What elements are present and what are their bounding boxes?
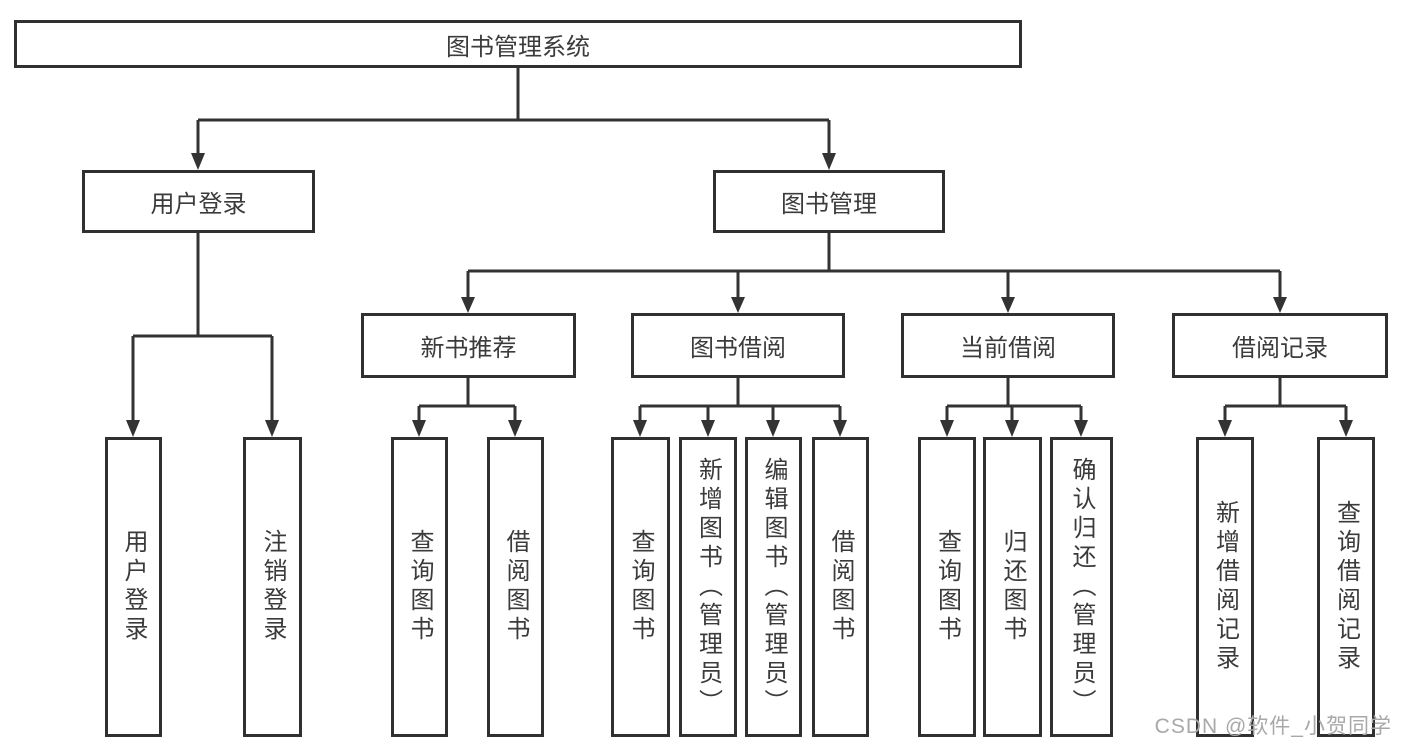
arrowheads-new-book-children	[412, 420, 522, 437]
connector-user-login-children	[131, 233, 274, 422]
leaf-query-books-borrowing: 查询图书	[611, 437, 670, 737]
leaf-borrow-books: 借阅图书	[812, 437, 869, 737]
leaf-confirm-return-admin: 确认归还（管理员）	[1050, 437, 1113, 737]
node-borrowing-records: 借阅记录	[1172, 313, 1388, 378]
arrowheads-level3	[461, 297, 1287, 313]
leaf-query-borrow-record: 查询借阅记录	[1317, 437, 1375, 737]
leaf-borrow-books-recommend: 借阅图书	[487, 437, 544, 737]
node-book-management-system: 图书管理系统	[14, 20, 1022, 68]
connector-borrow-record-children	[1223, 378, 1348, 422]
leaf-logout: 注销登录	[243, 437, 302, 737]
arrowheads-borrow-record-children	[1218, 420, 1353, 437]
connector-root-to-level2	[196, 68, 831, 155]
node-user-login: 用户登录	[82, 170, 315, 233]
arrowheads-book-borrow-children	[633, 420, 847, 437]
node-book-borrowing: 图书借阅	[631, 313, 845, 378]
connector-current-borrow-children	[945, 378, 1083, 422]
csdn-watermark: CSDN @软件_小贺同学	[1154, 715, 1392, 738]
leaf-edit-books-admin: 编辑图书（管理员）	[745, 437, 802, 737]
leaf-return-books: 归还图书	[983, 437, 1042, 737]
node-current-borrowing: 当前借阅	[901, 313, 1115, 378]
connector-book-borrow-children	[638, 378, 842, 422]
arrowheads-level2	[191, 153, 836, 170]
leaf-query-books-recommend: 查询图书	[391, 437, 448, 737]
connector-book-management-children	[466, 233, 1282, 299]
leaf-query-books-current: 查询图书	[918, 437, 976, 737]
node-book-management: 图书管理	[713, 170, 945, 233]
arrowheads-current-borrow-children	[940, 420, 1088, 437]
arrowheads-user-login-children	[126, 420, 279, 437]
leaf-add-books-admin: 新增图书（管理员）	[679, 437, 737, 737]
leaf-add-borrow-record: 新增借阅记录	[1196, 437, 1254, 737]
leaf-user-login: 用户登录	[105, 437, 162, 737]
node-new-book-recommendation: 新书推荐	[361, 313, 576, 378]
connector-new-book-children	[417, 378, 517, 422]
